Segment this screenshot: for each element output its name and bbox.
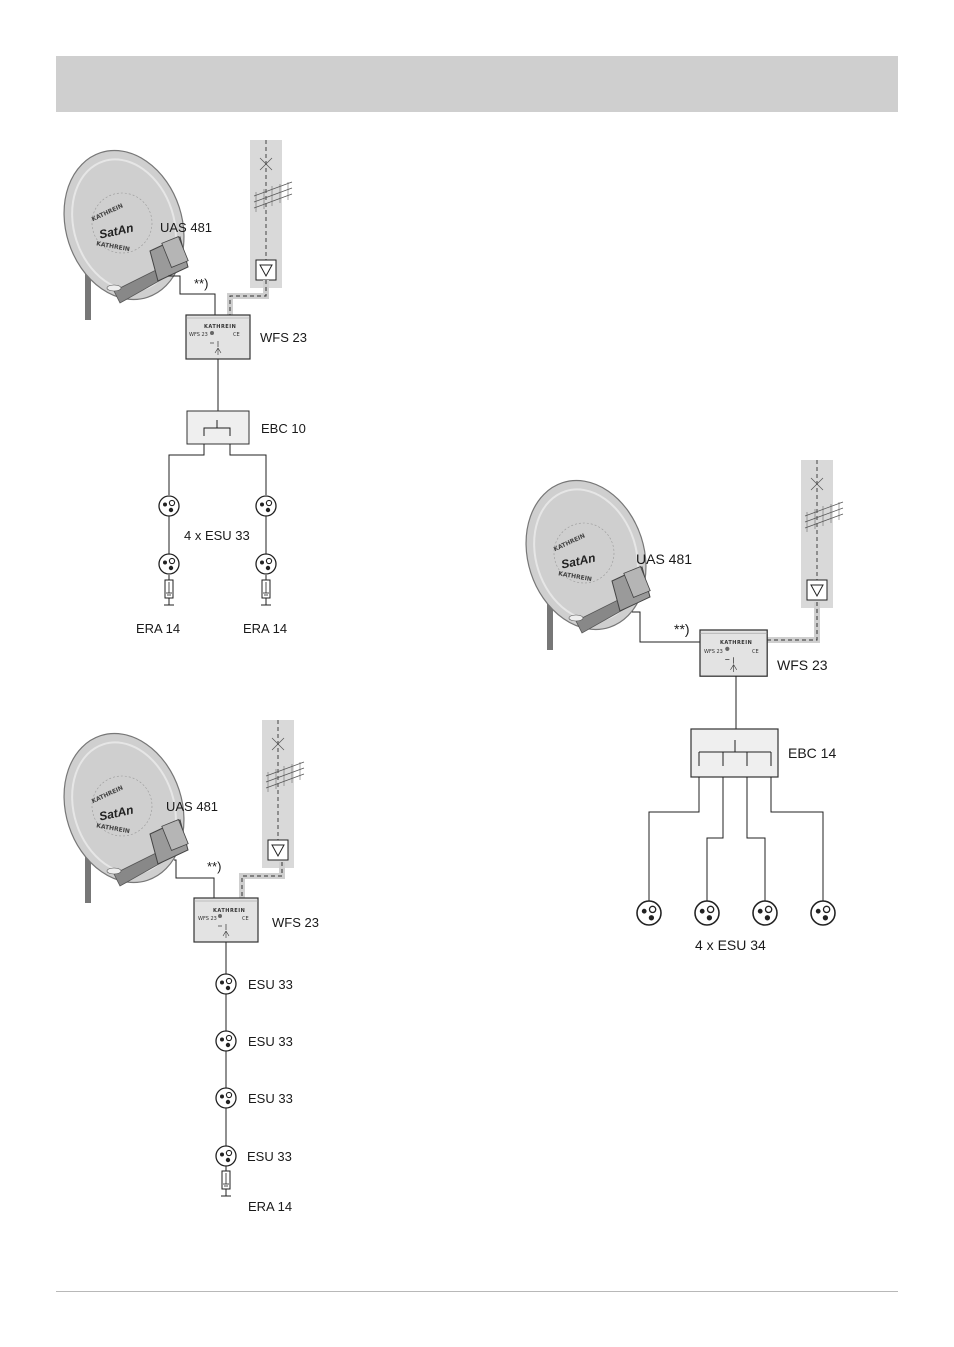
wfs-2-mark: CE bbox=[242, 916, 249, 922]
outlet-1b bbox=[255, 495, 277, 517]
outlet-1d bbox=[255, 553, 277, 575]
note-3: **) bbox=[674, 621, 690, 637]
diagram-1: SatAn KATHREIN KATHREIN UAS 481 **) KATH… bbox=[45, 135, 307, 636]
esu-2d-label: ESU 33 bbox=[247, 1149, 292, 1164]
era-1a-label: ERA 14 bbox=[136, 621, 180, 636]
outlet-3b bbox=[694, 900, 720, 926]
wfs-1-mark: CE bbox=[233, 332, 240, 338]
ebc-3 bbox=[690, 728, 779, 778]
esu-2b-label: ESU 33 bbox=[248, 1034, 293, 1049]
outlet-1a bbox=[158, 495, 180, 517]
wfs-2-brand: KATHREIN bbox=[213, 908, 245, 914]
outlet-1c bbox=[158, 553, 180, 575]
outlet-2b bbox=[215, 1030, 237, 1052]
outlet-3d bbox=[810, 900, 836, 926]
outlet-2c bbox=[215, 1087, 237, 1109]
dish-3-label: UAS 481 bbox=[636, 551, 692, 567]
outlet-3a bbox=[636, 900, 662, 926]
wfs-3-model: WFS 23 bbox=[704, 649, 723, 655]
esu-2a-label: ESU 33 bbox=[248, 977, 293, 992]
antenna-2 bbox=[261, 719, 305, 869]
outlets-1-label: 4 x ESU 33 bbox=[184, 528, 250, 543]
wfs-2-label: WFS 23 bbox=[272, 915, 319, 930]
diagram-3: SatAn KATHREIN KATHREIN UAS 481 **) KATH… bbox=[507, 459, 844, 953]
outlet-2a bbox=[215, 973, 237, 995]
antenna-3 bbox=[800, 459, 844, 609]
era-2-label: ERA 14 bbox=[248, 1199, 292, 1214]
note-2: **) bbox=[207, 859, 221, 874]
terminator-2 bbox=[220, 1165, 232, 1197]
wfs-1-label: WFS 23 bbox=[260, 330, 307, 345]
wfs-3-mark: CE bbox=[752, 649, 759, 655]
ebc-1 bbox=[186, 410, 250, 445]
terminator-1a bbox=[163, 574, 175, 606]
era-1b-label: ERA 14 bbox=[243, 621, 287, 636]
wfs-1-model: WFS 23 bbox=[189, 332, 208, 338]
esu-2c-label: ESU 33 bbox=[248, 1091, 293, 1106]
outlets-3-label: 4 x ESU 34 bbox=[695, 937, 766, 953]
footer-rule bbox=[56, 1291, 898, 1292]
outlet-2d bbox=[215, 1145, 237, 1167]
wfs-1-brand: KATHREIN bbox=[204, 324, 236, 330]
dish-2-label: UAS 481 bbox=[166, 799, 218, 814]
ebc-1-label: EBC 10 bbox=[261, 421, 306, 436]
wfs-2-model: WFS 23 bbox=[198, 916, 217, 922]
outlet-3c bbox=[752, 900, 778, 926]
antenna-1 bbox=[249, 139, 293, 289]
diagram-2: SatAn KATHREIN KATHREIN UAS 481 **) KATH… bbox=[45, 718, 319, 1214]
terminator-1b bbox=[260, 574, 272, 606]
wfs-3-brand: KATHREIN bbox=[720, 640, 752, 646]
note-1: **) bbox=[194, 276, 208, 291]
dish-1-label: UAS 481 bbox=[160, 220, 212, 235]
ebc-3-label: EBC 14 bbox=[788, 745, 836, 761]
header-bar bbox=[56, 56, 898, 112]
wfs-3-label: WFS 23 bbox=[777, 657, 828, 673]
